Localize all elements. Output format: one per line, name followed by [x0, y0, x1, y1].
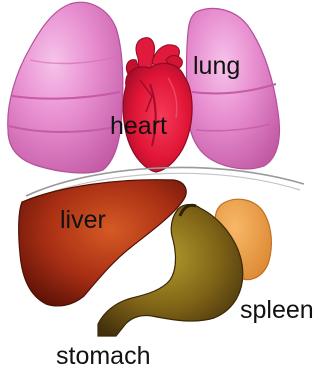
left-lung: [8, 2, 123, 173]
lung-label: lung: [193, 52, 240, 80]
stomach-label: stomach: [56, 342, 150, 370]
right-lung: [187, 8, 280, 168]
spleen-label: spleen: [240, 296, 314, 324]
liver-label: liver: [60, 206, 106, 234]
heart: [123, 38, 192, 172]
heart-label: heart: [110, 112, 167, 140]
